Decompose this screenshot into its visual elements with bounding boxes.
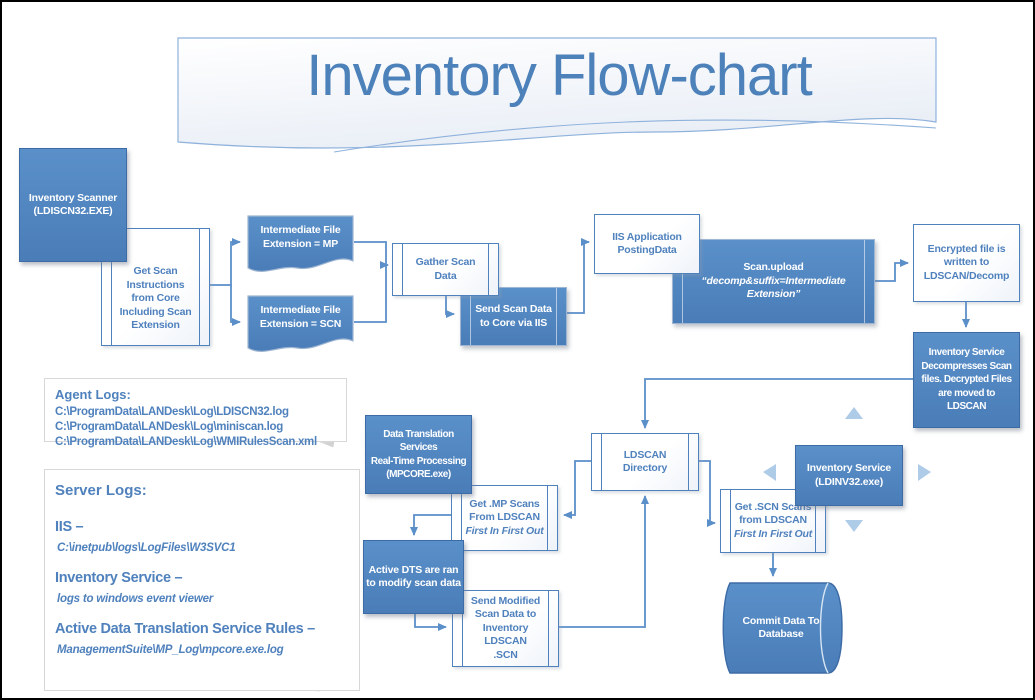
node-label: written to [943,256,990,269]
node-inventory-service-ldinv32: Inventory Service (LDINV32.exe) [795,445,903,506]
node-label: Instructions [126,278,185,291]
node-label: Extension” [746,288,801,301]
node-label: Directory [622,462,668,474]
server-log-label: IIS – [55,519,84,535]
node-label: .SCN [493,648,518,661]
node-label: Real-Time Processing [370,455,467,467]
node-label: Encrypted file is [927,242,1006,255]
node-label: Extension = MP [262,237,339,250]
server-log-path: C:\inetpub\logs\LogFiles\W3SVC1 [57,542,236,554]
node-label: Get Scan [133,265,178,278]
node-send-scan-data: Send Scan Data to Core via IIS [460,287,567,346]
up-arrow-icon [845,407,863,419]
node-label: IIS Application [612,230,682,243]
node-label: from Core [131,292,180,305]
node-label: Gather Scan [415,256,476,268]
node-get-mp-scans: Get .MP Scans From LDSCAN First In First… [451,485,558,551]
node-label: (LDISCN32.EXE) [33,205,113,217]
node-gather-scan-data: Gather Scan Data [392,243,499,296]
server-logs-note: Server Logs: IIS – C:\inetpub\logs\LogFi… [44,469,360,691]
agent-log-path: C:\ProgramData\LANDesk\Log\miniscan.log [55,421,283,433]
node-label: Intermediate File [260,224,341,236]
right-arrow-icon [918,464,931,481]
node-label: Inventory Scanner [28,191,118,204]
node-label: from LDSCAN [739,514,807,527]
banner-wave-shape [177,37,937,153]
node-label: Inventory Service [928,347,1005,359]
server-log-label: Active Data Translation Service Rules – [55,621,315,637]
node-label: Extension [131,319,180,332]
node-label: First In First Out [733,527,813,540]
node-label: LDSCAN/Decomp [923,269,1010,282]
node-inventory-service-decompress: Inventory Service Decompresses Scan file… [913,332,1020,428]
node-label: Decompresses Scan [921,360,1012,372]
node-label: Data Translation [383,428,454,440]
node-label: LDSCAN [484,635,527,648]
down-arrow-icon [845,520,863,532]
node-label: to modify scan data [366,577,461,589]
node-label: First In First Out [465,524,544,537]
node-label: Extension = SCN [259,317,342,330]
agent-logs-note: Agent Logs: C:\ProgramData\LANDesk\Log\L… [44,378,347,448]
node-active-dts: Active DTS are ran to modify scan data [363,540,464,614]
node-label: Scan Data to [474,608,537,621]
node-label: (LDINV32.exe) [814,475,883,488]
node-label: Including Scan [119,305,192,318]
node-label: files. Decrypted Files [921,374,1012,386]
node-label: to Core via IIS [479,316,548,329]
node-label: LDSCAN [623,448,667,461]
node-data-translation-services: Data Translation Services Real-Time Proc… [365,415,472,494]
node-label: Database [758,628,804,640]
document-shape [247,215,354,272]
page-title: Inventory Flow-chart [306,43,812,108]
server-logs-heading: Server Logs: [55,482,147,499]
server-log-path: ManagementSuite\MP_Log\mpcore.exe.log [57,644,284,656]
node-label: Active DTS are ran [368,563,459,576]
agent-logs-heading: Agent Logs: [55,387,131,402]
node-label: Send Modified [470,594,541,607]
node-encrypted-file: Encrypted file is written to LDSCAN/Deco… [913,224,1020,302]
node-label: Inventory Service [806,462,892,474]
server-log-path: logs to windows event viewer [57,593,214,605]
node-send-modified-scan-data: Send Modified Scan Data to Inventory LDS… [452,590,559,667]
node-label: Intermediate File [260,304,341,316]
node-label: LDSCAN [947,401,986,413]
node-label: Scan.upload [743,261,804,274]
node-label: Services [399,442,438,453]
node-iis-application: IIS Application PostingData [594,214,700,274]
node-label: Send Scan Data [475,303,552,315]
node-inventory-scanner: Inventory Scanner (LDISCN32.EXE) [19,148,127,262]
node-commit-data-to-database: Commit Data To Database [718,580,844,676]
node-label: Get .SCN Scans [734,500,812,513]
node-label: “decomp&suffix=Intermediate [701,274,846,287]
node-label: Inventory [482,621,529,634]
node-label: Get .MP Scans [469,497,540,510]
left-arrow-icon [763,464,776,481]
title-banner: Inventory Flow-chart [174,34,944,160]
node-label: Data [434,269,457,282]
document-shape [247,295,354,352]
node-label: PostingData [617,244,677,256]
node-label: From LDSCAN [469,511,540,524]
node-intermediate-file-scn: Intermediate File Extension = SCN [247,295,354,361]
node-label: are moved to [938,387,995,399]
node-ldscan-directory: LDSCAN Directory [591,433,699,491]
agent-log-path: C:\ProgramData\LANDesk\Log\WMIRulesScan.… [55,436,317,448]
node-intermediate-file-mp: Intermediate File Extension = MP [247,215,354,281]
server-log-label: Inventory Service – [55,570,183,586]
agent-log-path: C:\ProgramData\LANDesk\Log\LDISCN32.log [55,406,289,418]
database-cylinder-shape [722,582,843,674]
node-label: (MPCORE.exe) [386,469,451,480]
node-label: Commit Data To [742,614,820,627]
node-scan-upload: Scan.upload “decomp&suffix=Intermediate … [672,239,875,324]
